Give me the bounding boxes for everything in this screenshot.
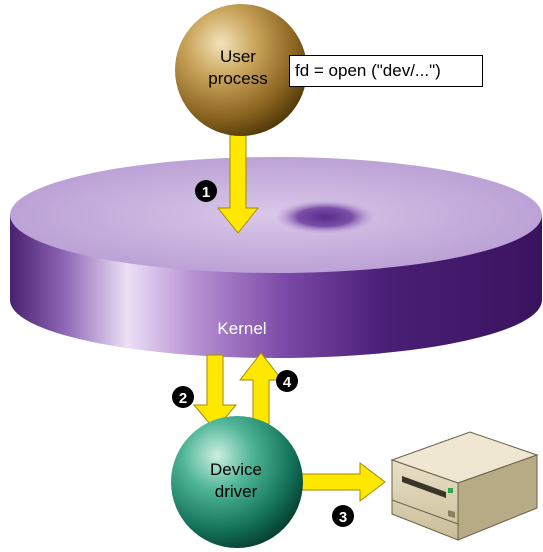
device-driver-label-line1: Device (210, 460, 262, 479)
svg-text:1: 1 (202, 184, 210, 201)
arrow-open-call (216, 134, 260, 234)
drive-button (448, 510, 455, 518)
user-process-sphere (175, 4, 307, 136)
user-process-label-line2: process (208, 69, 268, 88)
svg-text:3: 3 (339, 509, 347, 526)
svg-text:2: 2 (179, 390, 187, 407)
kernel-disk (10, 157, 542, 358)
user-process-node: User process (175, 4, 307, 136)
kernel-label: Kernel (217, 319, 266, 338)
device-driver-sphere (171, 416, 303, 548)
arrow-driver-to-kernel (238, 352, 284, 429)
step-badge-1: 1 (195, 180, 217, 202)
device-driver-node: Device driver (171, 416, 303, 548)
drive-slot (402, 476, 446, 498)
open-call-label: fd = open ("dev/...") (289, 55, 483, 87)
step-badge-2: 2 (172, 386, 194, 408)
computer-drive-icon (390, 431, 539, 541)
svg-text:4: 4 (283, 374, 292, 391)
step-badge-4: 4 (276, 370, 298, 392)
device-driver-label-line2: driver (215, 482, 258, 501)
step-badge-3: 3 (332, 505, 354, 527)
user-process-label-line1: User (220, 47, 256, 66)
kernel-disk-shadow (275, 200, 375, 234)
drive-led (448, 488, 453, 493)
arrow-driver-to-device (299, 461, 386, 503)
